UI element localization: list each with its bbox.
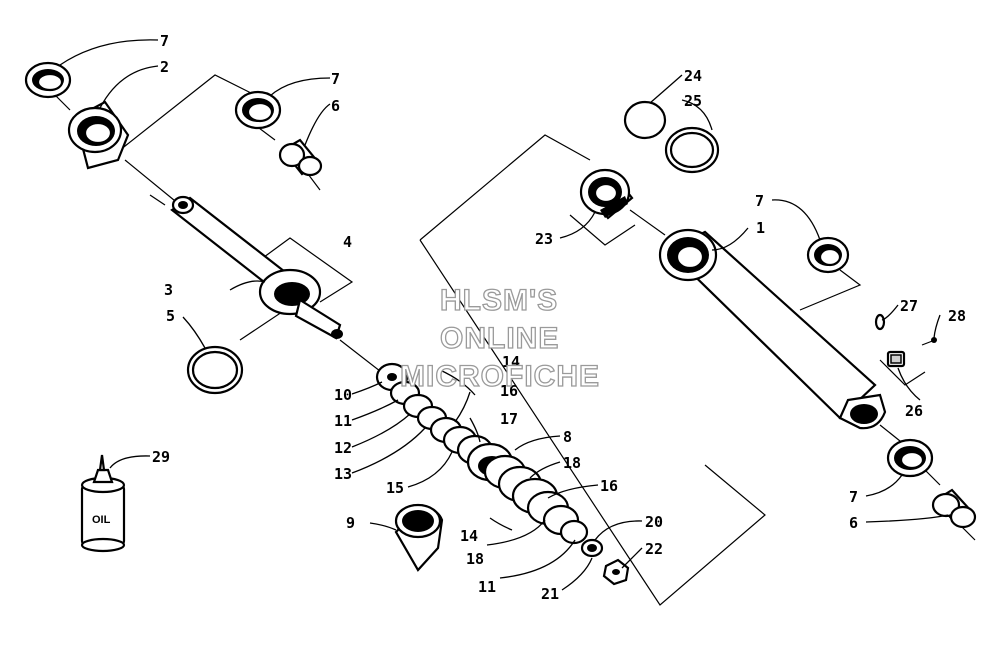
leader-lines <box>59 39 949 591</box>
callout-7: 7 <box>849 488 858 506</box>
callout-29: 29 <box>152 448 170 466</box>
o-ring-5 <box>186 345 244 395</box>
callout-4: 4 <box>343 233 352 251</box>
shock-body-1 <box>658 228 887 430</box>
sleeve-6-upper <box>278 138 323 177</box>
callout-9: 9 <box>346 514 355 532</box>
callout-1: 1 <box>756 219 765 237</box>
bushing-7-upper <box>234 90 282 130</box>
callout-25: 25 <box>684 92 702 110</box>
callout-22: 22 <box>645 540 663 558</box>
callout-16: 16 <box>600 477 618 495</box>
callout-13: 13 <box>334 465 352 483</box>
callout-14: 14 <box>502 353 520 371</box>
callout-18: 18 <box>563 454 581 472</box>
bushing-7-right-upper <box>806 236 850 274</box>
callout-12: 12 <box>334 439 352 457</box>
reservoir-cap-23 <box>579 168 634 220</box>
callout-8: 8 <box>563 428 572 446</box>
assembly-guide-lines <box>54 74 976 606</box>
eye-mount-2 <box>67 100 130 170</box>
watermark-line-3: MICROFICHE <box>400 360 600 393</box>
oil-bottle-label: OIL <box>92 514 111 526</box>
callout-26: 26 <box>905 402 923 420</box>
valve-cap-27 <box>874 313 886 331</box>
callout-27: 27 <box>900 297 918 315</box>
callout-numbers: 7 2 7 6 4 3 5 10 11 12 13 14 16 17 15 8 … <box>152 32 966 603</box>
callout-6: 6 <box>331 97 340 115</box>
oil-bottle-29: OIL <box>80 454 126 553</box>
bushing-7-top-left <box>24 61 72 99</box>
screw-28 <box>921 337 937 346</box>
valve-26 <box>886 350 906 368</box>
callout-7: 7 <box>160 32 169 50</box>
piston-band-9 <box>394 503 444 572</box>
callout-2: 2 <box>160 58 169 76</box>
callout-11: 11 <box>334 412 352 430</box>
callout-11: 11 <box>478 578 496 596</box>
sleeve-6-right <box>931 488 977 529</box>
callout-15: 15 <box>386 479 404 497</box>
seal-head-4 <box>258 268 343 340</box>
piston-shim-stack <box>375 362 604 558</box>
callout-14: 14 <box>460 527 478 545</box>
callout-24: 24 <box>684 67 702 85</box>
callout-7: 7 <box>331 70 340 88</box>
callout-16: 16 <box>500 382 518 400</box>
callout-23: 23 <box>535 230 553 248</box>
watermark: HLSM'S ONLINE MICROFICHE <box>399 283 600 393</box>
callout-5: 5 <box>166 307 175 325</box>
callout-28: 28 <box>948 307 966 325</box>
ring-25 <box>664 126 720 174</box>
callout-18: 18 <box>466 550 484 568</box>
callout-17: 17 <box>500 410 518 428</box>
nut-22 <box>602 558 630 586</box>
callout-21: 21 <box>541 585 559 603</box>
watermark-line-1: HLSM'S <box>440 284 558 317</box>
callout-20: 20 <box>645 513 663 531</box>
callout-10: 10 <box>334 386 352 404</box>
o-ring-24 <box>623 100 667 140</box>
callout-3: 3 <box>164 281 173 299</box>
callout-7: 7 <box>755 192 764 210</box>
watermark-line-2: ONLINE <box>440 322 559 355</box>
bushing-7-right-lower <box>886 438 934 478</box>
callout-6: 6 <box>849 514 858 532</box>
